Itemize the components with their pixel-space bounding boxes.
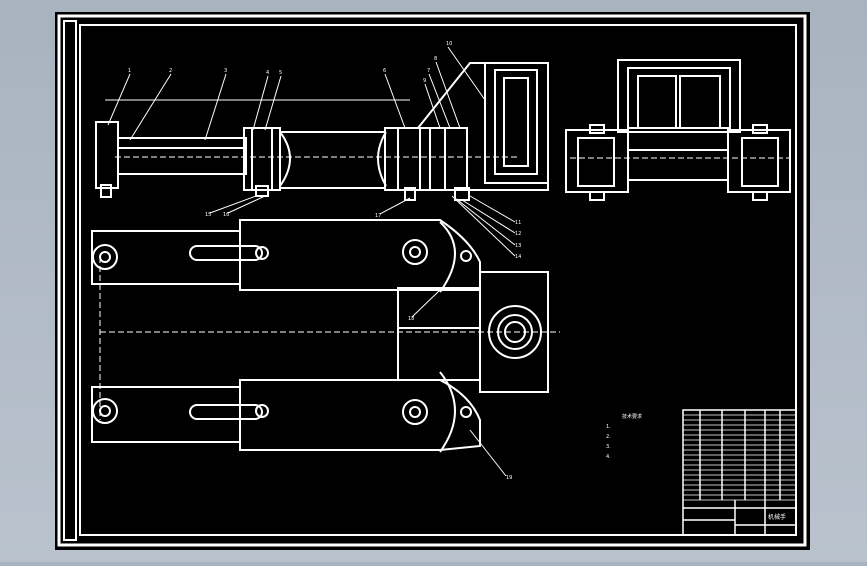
- right-joint: [384, 127, 468, 191]
- title-block: [683, 500, 796, 535]
- balloon-7: 7: [427, 68, 430, 74]
- balloon-13: 13: [515, 243, 521, 249]
- side-view: [565, 59, 791, 201]
- side-frame: [617, 59, 741, 133]
- balloon-3: 3: [224, 68, 227, 74]
- note-line-3: 3.: [606, 444, 611, 450]
- inner-frame: [79, 24, 797, 536]
- balloon-4: 4: [266, 70, 269, 76]
- balloon-2: 2: [169, 68, 172, 74]
- left-tube: [117, 137, 247, 175]
- plan-view: [91, 219, 549, 453]
- lower-jaw: [239, 379, 481, 451]
- technical-notes: 技术要求 1. 2. 3. 4.: [606, 413, 642, 460]
- drawing-sheet: [55, 12, 810, 550]
- note-line-4: 4.: [606, 454, 611, 460]
- upper-pivot-hole: [92, 244, 118, 270]
- note-line-1: 1.: [606, 424, 611, 430]
- balloon-labels: 1 2 3 4 5 6 7 8 9 10 11 12 13 14 15 16 1…: [128, 41, 521, 481]
- balloon-9: 9: [423, 78, 426, 84]
- balloon-6: 6: [383, 68, 386, 74]
- front-view: [95, 62, 549, 201]
- balloon-17: 17: [375, 213, 381, 219]
- outer-border: [57, 14, 807, 547]
- balloon-16: 16: [223, 212, 229, 218]
- upper-jaw: [239, 219, 481, 291]
- left-fitting: [100, 184, 112, 198]
- balloon-14: 14: [515, 254, 521, 260]
- balloon-8: 8: [434, 56, 437, 62]
- binding-margin: [63, 20, 77, 541]
- note-line-2: 2.: [606, 434, 611, 440]
- balloon-11: 11: [515, 220, 521, 226]
- balloon-1: 1: [128, 68, 131, 74]
- balloon-18: 18: [408, 316, 414, 322]
- title-block-name: 机械手: [768, 513, 786, 521]
- balloon-5: 5: [279, 70, 282, 76]
- balloon-19: 19: [506, 475, 512, 481]
- balloon-15: 15: [205, 212, 211, 218]
- leaders: [107, 46, 516, 477]
- balloon-10: 10: [446, 41, 452, 47]
- balloon-12: 12: [515, 231, 521, 237]
- notes-heading: 技术要求: [622, 413, 642, 420]
- lower-pivot-hole: [92, 398, 118, 424]
- parts-list-rows: [683, 414, 796, 501]
